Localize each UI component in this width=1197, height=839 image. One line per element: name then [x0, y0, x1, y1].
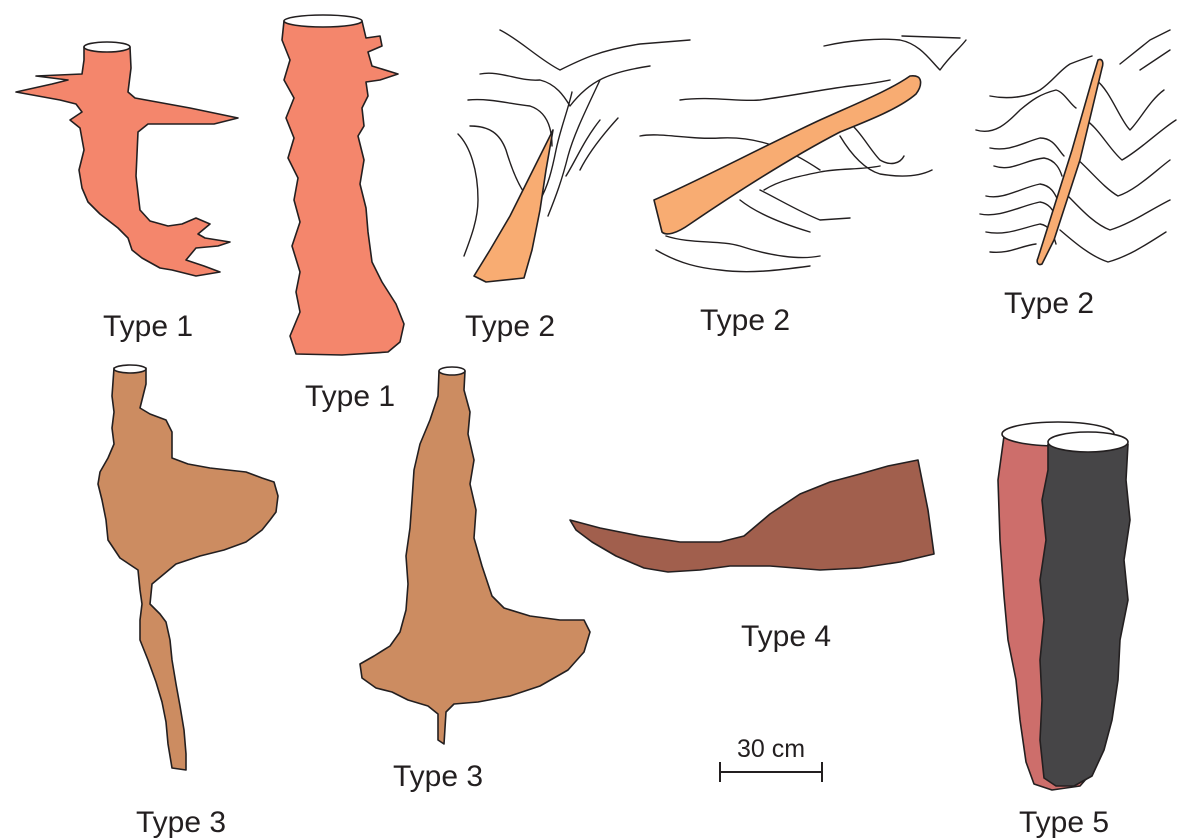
- type1-straight-shape: [282, 21, 404, 355]
- type3-middle-shape: [360, 371, 590, 744]
- type5-inner-shape: [1040, 444, 1130, 786]
- label-type1-b: Type 1: [305, 380, 395, 413]
- type5-burrow: [998, 422, 1130, 790]
- type2-burrow-c: [976, 30, 1176, 265]
- type1-branched-shape: [16, 47, 238, 276]
- label-type3-b: Type 3: [393, 760, 483, 793]
- type1-branched-burrow: [16, 42, 238, 276]
- type3-left-top: [114, 365, 146, 373]
- type5-inner-top: [1048, 432, 1128, 452]
- type2-c-shape: [1037, 59, 1103, 264]
- type3-left-shape: [98, 368, 278, 770]
- label-type4: Type 4: [741, 620, 831, 653]
- type2-b-strata: [640, 36, 966, 272]
- type3-middle-top: [439, 367, 465, 375]
- label-type2-a: Type 2: [465, 310, 555, 343]
- type1-straight-top: [284, 15, 362, 27]
- type2-burrow-b: [640, 36, 966, 272]
- type1-straight-burrow: [282, 15, 404, 355]
- scale-bar-label: 30 cm: [737, 735, 805, 763]
- type4-burrow: [570, 460, 934, 572]
- type4-shape: [570, 460, 934, 572]
- label-type2-c: Type 2: [1004, 287, 1094, 320]
- type3-burrow-left: [98, 365, 278, 770]
- label-type2-b: Type 2: [700, 304, 790, 337]
- type1-branched-top: [84, 42, 130, 52]
- label-type5: Type 5: [1019, 806, 1109, 839]
- scale-bar: 30 cm: [720, 735, 822, 782]
- type2-a-strata: [458, 30, 690, 256]
- label-type1-a: Type 1: [103, 310, 193, 343]
- label-type3-a: Type 3: [136, 806, 226, 839]
- type2-burrow-a: [458, 30, 690, 282]
- type3-burrow-middle: [360, 367, 590, 744]
- type2-a-shape: [474, 130, 553, 282]
